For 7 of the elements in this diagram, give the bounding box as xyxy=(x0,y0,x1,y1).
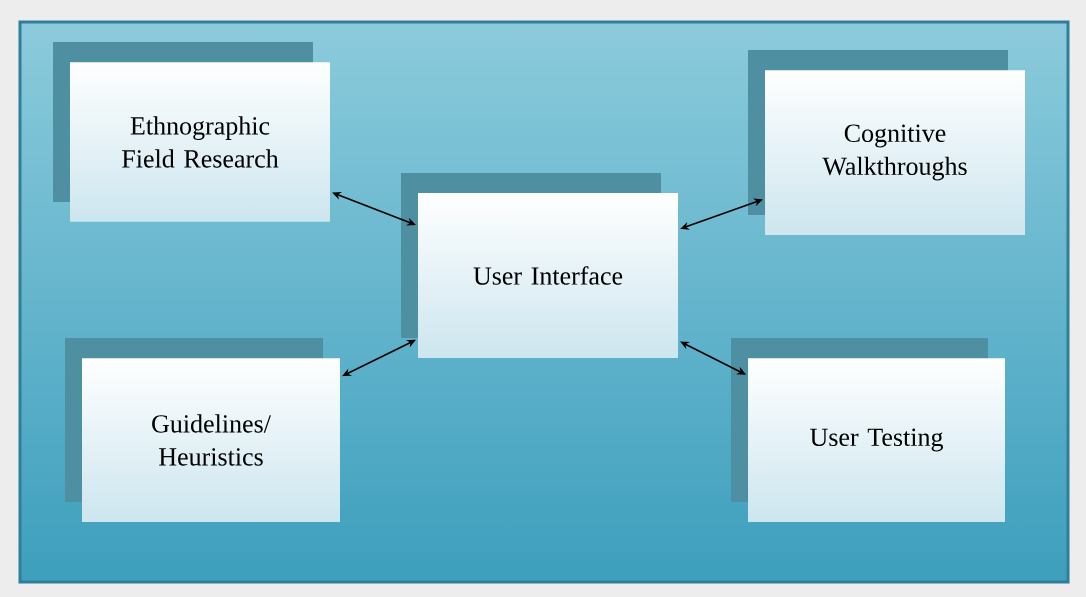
process-box: Cognitive Walkthroughs xyxy=(748,50,1025,235)
process-box: User Testing xyxy=(731,338,1005,522)
arrow xyxy=(680,341,746,375)
arrow xyxy=(342,339,416,377)
process-box: Guidelines/ Heuristics xyxy=(65,338,340,522)
process-box: Ethnographic Field Research xyxy=(53,42,330,222)
process-box: User Interface xyxy=(401,173,678,358)
